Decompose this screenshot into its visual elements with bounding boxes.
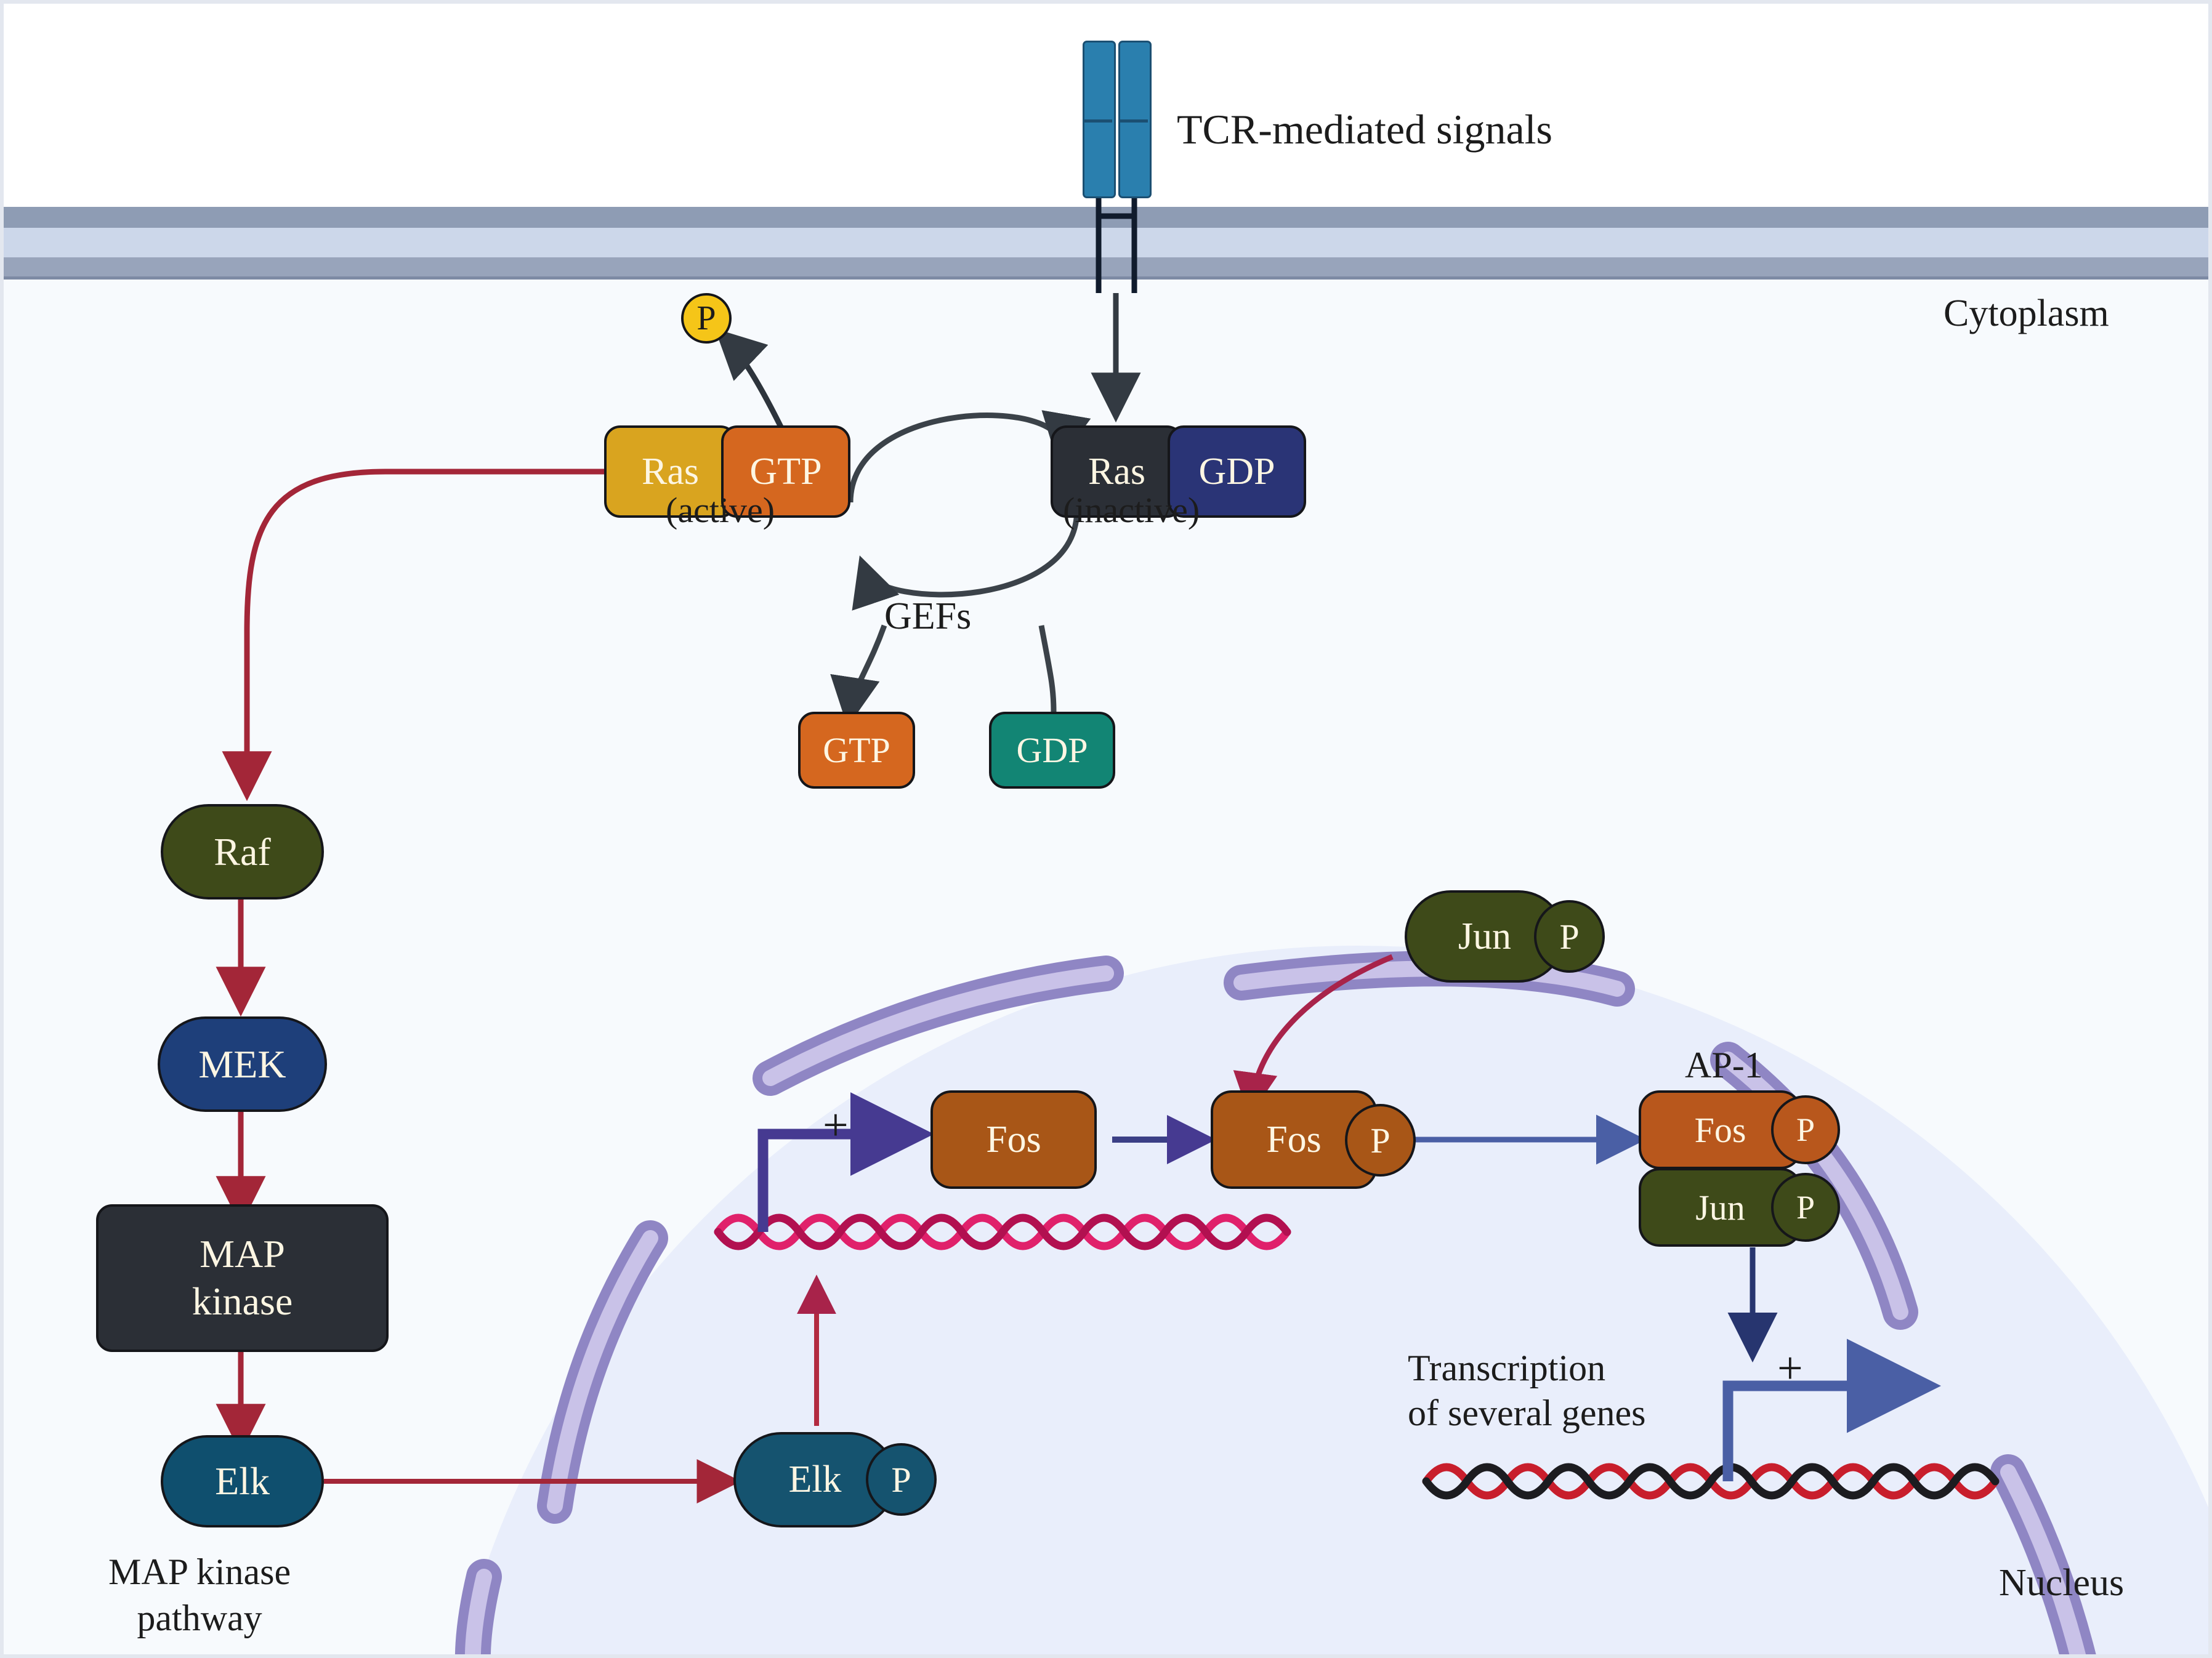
map-kinase-pathway-caption: MAP kinase pathway [108, 1549, 291, 1641]
transcription-line1: Transcription [1408, 1348, 1606, 1388]
ras-gdp-gdp-subunit: GDP [1168, 425, 1306, 518]
target-gene-plus-sign: + [1777, 1343, 1803, 1394]
jun-phosphate-badge: P [1534, 900, 1605, 973]
tcr-chain-left-divider [1083, 119, 1112, 123]
map-kinase-pathway-line2: pathway [137, 1598, 262, 1638]
tcr-signal-label: TCR-mediated signals [1177, 106, 1553, 153]
map-kinase-label-line1: MAP [200, 1232, 285, 1276]
membrane-inner-leaflet [4, 257, 2208, 280]
jun-phospho-complex[interactable]: Jun P [1405, 890, 1605, 983]
elk-phosphate-label: P [891, 1459, 911, 1500]
free-gtp-node[interactable]: GTP [798, 712, 915, 789]
raf-label: Raf [214, 829, 271, 874]
ap1-fos-label: Fos [1694, 1109, 1746, 1150]
map-kinase-pathway-line1: MAP kinase [108, 1551, 291, 1592]
nucleus-label: Nucleus [1999, 1562, 2125, 1604]
ras-gdp-ras-label: Ras [1088, 450, 1145, 493]
ras-gtp-ras-subunit: Ras [604, 425, 737, 518]
fos-phosphate-label: P [1370, 1120, 1391, 1161]
free-gtp-label: GTP [823, 730, 890, 770]
ras-gdp-state-caption: (inactive) [1063, 490, 1200, 530]
phosphate-icon: P [681, 293, 732, 344]
ap1-title: AP-1 [1685, 1045, 1763, 1085]
membrane-core [4, 228, 2208, 257]
map-kinase-node[interactable]: MAP kinase [96, 1204, 389, 1352]
ap1-fos-phosphate-label: P [1796, 1111, 1815, 1148]
transcription-caption: Transcription of several genes [1408, 1346, 1645, 1436]
ras-gtp-gtp-label: GTP [749, 450, 822, 493]
free-gdp-node[interactable]: GDP [989, 712, 1115, 789]
ras-gtp-state-caption: (active) [666, 490, 775, 530]
jun-phosphate-label: P [1559, 916, 1580, 957]
map-kinase-label-line2: kinase [192, 1279, 293, 1323]
tcr-receptor[interactable] [1083, 41, 1152, 198]
elk-node[interactable]: Elk [161, 1435, 324, 1527]
membrane-inner-leaflet-line [4, 276, 2208, 280]
jun-phospho-body: Jun [1405, 890, 1565, 983]
fos-phosphate-badge: P [1345, 1104, 1416, 1177]
transcription-line2: of several genes [1408, 1393, 1646, 1434]
ras-gtp-ras-label: Ras [642, 450, 699, 493]
elk-phosphate-badge: P [866, 1443, 937, 1516]
ras-gdp-gdp-label: GDP [1198, 450, 1275, 493]
fos-promoter-plus-sign: + [823, 1100, 849, 1151]
ap1-jun-phosphate-label: P [1796, 1189, 1815, 1226]
ap1-jun-subunit: Jun [1639, 1168, 1802, 1247]
ap1-fos-phosphate-badge: P [1771, 1095, 1840, 1164]
ap1-jun-label: Jun [1695, 1187, 1745, 1228]
fos-phospho-complex[interactable]: Fos P [1211, 1090, 1416, 1189]
elk-phospho-label: Elk [788, 1459, 842, 1500]
gefs-label: GEFs [884, 595, 972, 637]
elk-phospho-complex[interactable]: Elk P [733, 1432, 937, 1527]
ras-gtp-complex[interactable]: Ras GTP [604, 425, 850, 518]
mek-label: MEK [198, 1042, 286, 1086]
mek-node[interactable]: MEK [158, 1016, 327, 1112]
fos-phospho-label: Fos [1266, 1118, 1322, 1161]
membrane-outer-leaflet [4, 207, 2208, 228]
plasma-membrane [4, 207, 2208, 280]
elk-label: Elk [215, 1459, 270, 1503]
ras-gdp-complex[interactable]: Ras GDP [1051, 425, 1306, 518]
tcr-chain-right-divider [1118, 119, 1148, 123]
free-gdp-label: GDP [1016, 730, 1088, 770]
fos-label: Fos [986, 1118, 1041, 1161]
ras-gtp-gtp-subunit: GTP [721, 425, 850, 518]
ap1-complex[interactable]: Fos P Jun P [1639, 1090, 1851, 1250]
jun-phospho-label: Jun [1458, 915, 1512, 957]
cytoplasm-label: Cytoplasm [1944, 292, 2109, 334]
phosphate-label: P [696, 299, 716, 337]
raf-node[interactable]: Raf [161, 804, 324, 899]
fos-node[interactable]: Fos [930, 1090, 1097, 1189]
ap1-jun-phosphate-badge: P [1771, 1173, 1840, 1242]
